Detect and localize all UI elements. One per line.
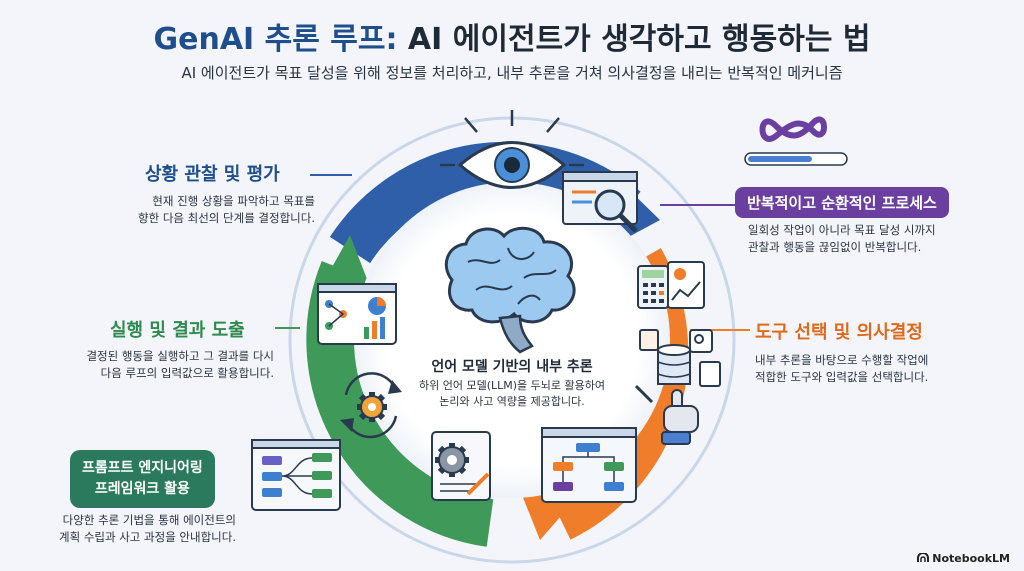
brain-icon bbox=[444, 226, 576, 354]
page-title: GenAI 추론 루프: AI 에이전트가 생각하고 행동하는 법 bbox=[0, 14, 1024, 58]
infinity-icon bbox=[744, 116, 848, 166]
tool-desc-line2: 적합한 도구와 입력값을 선택합니다. bbox=[755, 370, 929, 384]
center-title: 언어 모델 기반의 내부 추론 bbox=[431, 359, 593, 375]
tool-description: 내부 추론을 바탕으로 수행할 작업에 적합한 도구와 입력값을 선택합니다. bbox=[755, 352, 928, 386]
magnifier-icon bbox=[562, 171, 638, 233]
tool-heading: 도구 선택 및 의사결정 bbox=[755, 322, 923, 343]
prompt-heading-badge: 프롬프트 엔지니어링 프레임워크 활용 bbox=[70, 450, 215, 508]
arrow-execute bbox=[322, 235, 372, 292]
observe-desc-line2: 향한 다음 최선의 단계를 결정합니다. bbox=[138, 211, 315, 225]
page-subtitle: AI 에이전트가 목표 달성을 위해 정보를 처리하고, 내부 추론을 거쳐 의… bbox=[181, 64, 843, 82]
calculator-icon bbox=[637, 265, 669, 309]
notebooklm-brand: NotebookLM bbox=[917, 552, 1010, 565]
center-desc-line2: 논리와 사고 역량을 제공합니다. bbox=[439, 395, 585, 408]
dashboard-icon bbox=[317, 283, 397, 345]
prompt-description: 다양한 추론 기법을 통해 에이전트의 계획 수립과 사고 과정을 안내합니다. bbox=[48, 512, 236, 546]
execute-desc-line2: 다음 루프의 입력값으로 활용합니다. bbox=[100, 366, 274, 380]
flowchart-icon bbox=[541, 427, 637, 503]
title-highlight: GenAI 추론 루프: bbox=[153, 22, 398, 57]
notebooklm-logo-icon bbox=[917, 552, 930, 563]
brand-label: NotebookLM bbox=[932, 552, 1010, 565]
framework-icon bbox=[251, 439, 341, 511]
prompt-desc-line2: 계획 수립과 사고 과정을 안내합니다. bbox=[59, 530, 236, 544]
eye-icon bbox=[440, 110, 584, 189]
execute-desc-line1: 결정된 행동을 실행하고 그 결과를 다시 bbox=[86, 349, 274, 363]
repeat-description: 일회성 작업이 아니라 목표 달성 시까지 관찰과 행동을 끊임없이 반복합니다… bbox=[748, 222, 936, 256]
repeat-desc-line1: 일회성 작업이 아니라 목표 달성 시까지 bbox=[748, 223, 936, 237]
repeat-desc-line2: 관찰과 행동을 끊임없이 반복합니다. bbox=[748, 240, 922, 254]
title-rest: AI 에이전트가 생각하고 행동하는 법 bbox=[397, 22, 871, 57]
execute-description: 결정된 행동을 실행하고 그 결과를 다시 다음 루프의 입력값으로 활용합니다… bbox=[68, 348, 274, 382]
prompt-desc-line1: 다양한 추론 기법을 통해 에이전트의 bbox=[62, 513, 236, 527]
prompt-heading-line2: 프레임워크 활용 bbox=[94, 481, 190, 497]
observe-desc-line1: 현재 진행 상황을 파악하고 목표를 bbox=[152, 194, 315, 208]
database-icon bbox=[634, 329, 721, 404]
repeat-heading-badge: 반복적이고 순환적인 프로세스 bbox=[735, 187, 949, 218]
chart-icon bbox=[667, 261, 705, 309]
gear-document-icon bbox=[431, 431, 491, 501]
tool-desc-line1: 내부 추론을 바탕으로 수행할 작업에 bbox=[755, 353, 929, 367]
center-description: 하위 언어 모델(LLM)을 두뇌로 활용하여 논리와 사고 역량을 제공합니다… bbox=[412, 378, 612, 410]
execute-heading: 실행 및 결과 도출 bbox=[110, 320, 245, 341]
robot-hand-icon bbox=[661, 389, 699, 445]
observe-heading: 상황 관찰 및 평가 bbox=[145, 164, 280, 185]
observe-description: 현재 진행 상황을 파악하고 목표를 향한 다음 최선의 단계를 결정합니다. bbox=[100, 193, 315, 227]
prompt-heading-line1: 프롬프트 엔지니어링 bbox=[82, 460, 203, 476]
gear-cycle-icon bbox=[340, 372, 402, 439]
center-desc-line1: 하위 언어 모델(LLM)을 두뇌로 활용하여 bbox=[419, 379, 605, 392]
